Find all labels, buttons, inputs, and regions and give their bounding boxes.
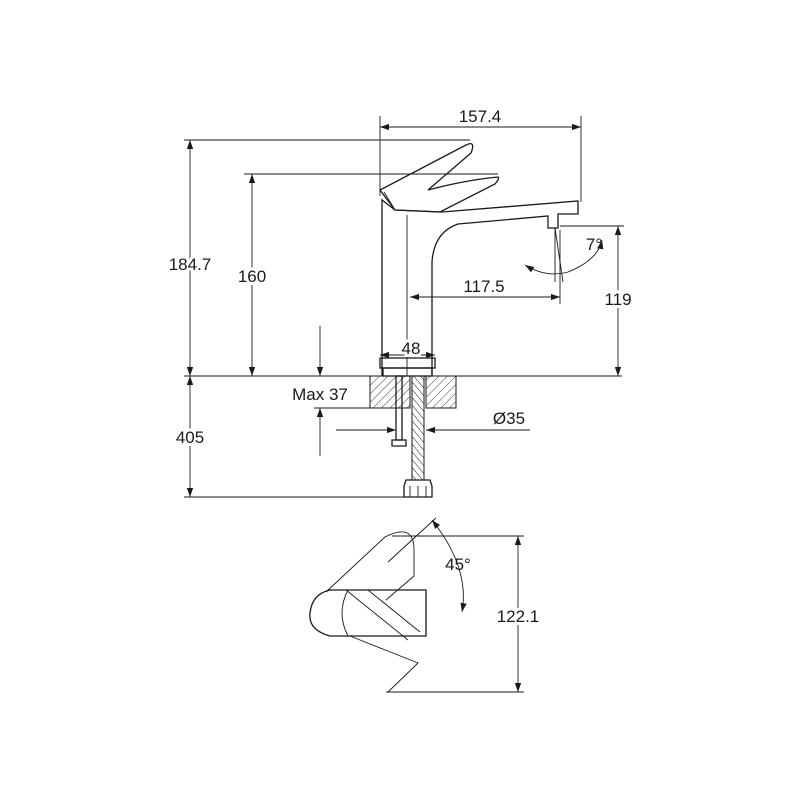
handle-top-view-inner bbox=[341, 589, 349, 637]
rotation-angle-arc bbox=[431, 519, 467, 613]
lever-handle bbox=[379, 142, 500, 213]
plan-depth-label: 122.1 bbox=[497, 607, 540, 626]
handle-top-view bbox=[309, 589, 427, 637]
dimension-lines: 157.4 184.7 160 119 117.5 7° 48 Max 37 bbox=[166, 107, 635, 498]
handle-rotation-sweep bbox=[345, 589, 421, 641]
total-height-label: 184.7 bbox=[169, 255, 212, 274]
rotated-handle-outline bbox=[325, 531, 415, 601]
deck-right-section bbox=[425, 375, 457, 409]
faucet-base-ring bbox=[379, 357, 436, 369]
faucet-base-ring-lower bbox=[382, 367, 433, 377]
hole-diameter-label: Ø35 bbox=[493, 409, 525, 428]
spout-height-label: 160 bbox=[238, 267, 266, 286]
rotated-handle-outline-lower bbox=[349, 635, 419, 693]
below-deck-label: 405 bbox=[176, 428, 204, 447]
hose-connector-detail bbox=[409, 486, 427, 497]
overall-reach-label: 157.4 bbox=[459, 107, 502, 126]
faucet-plan-view: 45° 122.1 bbox=[309, 517, 542, 693]
deck-left-section bbox=[369, 375, 411, 409]
spout-angle-label: 7° bbox=[586, 235, 602, 254]
max-deck-label: Max 37 bbox=[292, 385, 348, 404]
spout-angle-arc bbox=[524, 239, 604, 275]
outlet-height-label: 119 bbox=[604, 290, 631, 309]
spout-reach-label: 117.5 bbox=[463, 277, 504, 296]
faucet-body-outline bbox=[381, 198, 579, 376]
mounting-rod-nut bbox=[391, 439, 407, 447]
hose-connector bbox=[403, 479, 433, 498]
base-width-label: 48 bbox=[402, 339, 421, 358]
lever-handle-detail bbox=[383, 191, 396, 211]
flexible-hose bbox=[411, 375, 425, 481]
handle-rotation-label: 45° bbox=[445, 555, 471, 574]
faucet-side-view bbox=[184, 142, 622, 498]
